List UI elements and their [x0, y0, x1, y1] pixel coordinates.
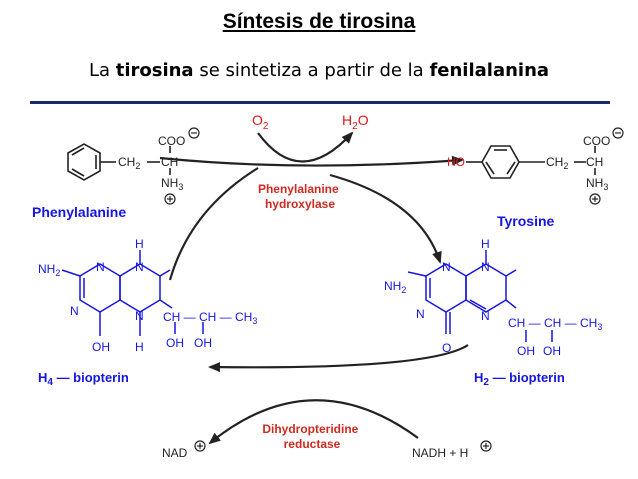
h2-oh-label-2: OH	[543, 344, 561, 358]
h2-biopterin-structure	[407, 250, 553, 342]
nadh-label: NADH + H	[412, 446, 468, 460]
h2o-label: H2O	[342, 112, 369, 132]
page-title: Síntesis de tirosina	[222, 10, 416, 33]
tyr-coo-label: COO	[583, 134, 610, 148]
h4-n-label-1: N	[96, 260, 105, 274]
phe-nh3-label: NH3	[161, 176, 183, 192]
h2-biopterin-label: H2 — biopterin	[474, 370, 565, 388]
h2-oh-label-1: OH	[517, 344, 535, 358]
nad-label: NAD	[162, 446, 188, 460]
tyr-ch2-label: CH2	[546, 155, 568, 171]
phenylalanine-structure	[67, 143, 171, 181]
h2-h-label-top: H	[481, 237, 490, 251]
h4-n-label-4: N	[135, 309, 144, 323]
tyr-nh3-label: NH3	[586, 176, 608, 192]
phe-ch2-label: CH2	[118, 155, 140, 171]
divider-line	[30, 101, 610, 104]
phe-nh3-charge-icon	[164, 193, 176, 205]
tyrosine-label: Tyrosine	[497, 213, 555, 229]
h4-oh-label-2: OH	[166, 336, 184, 350]
h4-nh2-label: NH2	[38, 262, 60, 278]
nad-charge-icon	[194, 440, 206, 452]
tyr-coo-charge-icon	[612, 127, 624, 139]
phe-coo-label: COO	[158, 134, 185, 148]
h2-n-label-4: N	[481, 309, 490, 323]
h4-n-label-3: N	[135, 260, 144, 274]
h4-biopterin-label: H4 — biopterin	[38, 370, 129, 388]
h4-side-chain-label: CH — CH — CH3	[163, 310, 257, 326]
h4-biopterin-structure	[61, 250, 204, 336]
h2-side-chain-label: CH — CH — CH3	[508, 316, 602, 332]
h4-n-label-2: N	[70, 304, 79, 318]
nadh-charge-icon	[480, 440, 492, 452]
h2-n-label-3: N	[481, 260, 490, 274]
subtitle-bold-tirosina: tirosina	[115, 60, 194, 81]
tyr-ho-label: HO	[447, 155, 465, 169]
o2-label: O2	[252, 112, 269, 132]
nadh-to-nad-arrow	[208, 399, 419, 445]
h4-h-label-top: H	[135, 237, 144, 251]
tyr-nh3-charge-icon	[589, 193, 601, 205]
cycle-arc-bottom-return	[208, 344, 469, 373]
cycle-arc-left	[168, 167, 259, 281]
h4-h-label-bottom: H	[135, 340, 144, 354]
tyr-ch-label: CH	[586, 155, 603, 169]
enzyme-dihydropteridine-reductase: Dihydropteridine reductase	[262, 422, 361, 451]
enzyme-phenylalanine-hydroxylase: Phenylalanine hydroxylase	[258, 182, 342, 211]
page-subtitle: La tirosina se sintetiza a partir de la …	[0, 60, 638, 81]
phe-coo-charge-icon	[188, 127, 200, 139]
h2-n-label-2: N	[416, 307, 425, 321]
h2-nh2-label: NH2	[384, 279, 406, 295]
subtitle-part-2: se sintetiza a partir de la	[193, 60, 430, 81]
subtitle-part-1: La	[88, 60, 116, 81]
tyrosine-structure	[466, 145, 596, 179]
cycle-arc-right-down	[329, 173, 442, 264]
phenylalanine-to-tyrosine-arrow	[159, 155, 464, 167]
h4-oh-label-3: OH	[194, 336, 212, 350]
h2-o-label: O	[442, 341, 451, 355]
h2-n-label-1: N	[442, 260, 451, 274]
subtitle-bold-fenilalanina: fenilalanina	[429, 60, 550, 81]
h4-oh-label: OH	[92, 340, 110, 354]
phe-ch-label: CH	[161, 155, 178, 169]
o2-h2o-arrow	[257, 131, 354, 163]
phenylalanine-label: Phenylalanine	[32, 204, 126, 220]
